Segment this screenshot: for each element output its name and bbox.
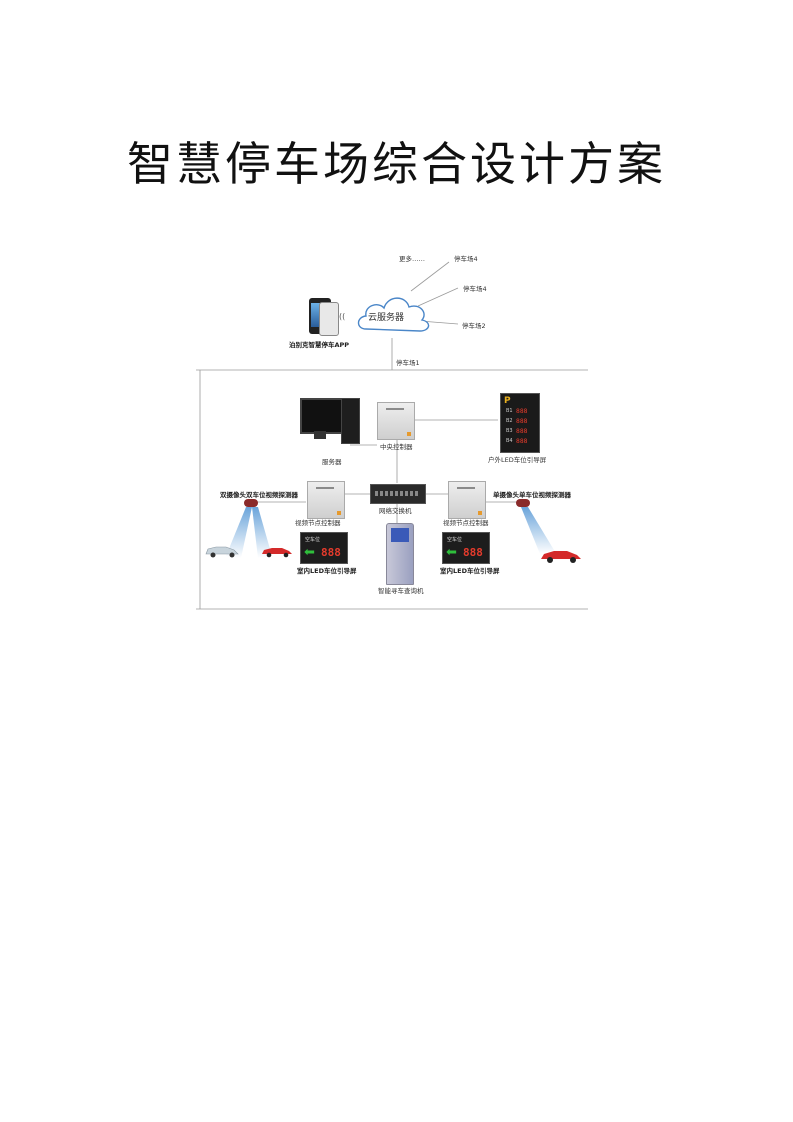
indoor-led-screen-left-icon: 空车位 ⬅ 888 [300, 532, 348, 564]
camera-detector-left-icon [244, 499, 258, 507]
parking-lot1-label: 停车场1 [396, 359, 420, 367]
detection-beams [226, 507, 554, 558]
car-red-right-icon [541, 551, 581, 563]
cloud-server-label: 云服务器 [368, 313, 405, 323]
arrow-left-icon: ⬅ [304, 545, 315, 560]
car-red-icon [262, 548, 292, 558]
more-label: 更多…… [399, 255, 425, 263]
outdoor-led-screen-icon: P B1 888 B2 888 B3 888 B4 888 [500, 393, 540, 453]
page-title: 智慧停车场综合设计方案 [127, 137, 666, 191]
app-label: 泊别克智慧停车APP [289, 341, 350, 349]
node-controller-left-icon [307, 481, 345, 519]
central-controller-icon [377, 402, 415, 440]
monitor-stand [314, 431, 326, 439]
indoor-led-screen-right-label: 室内LED车位引导屏 [440, 567, 500, 575]
indoor-led-screen-right-icon: 空车位 ⬅ 888 [442, 532, 490, 564]
network-switch-label: 网络交换机 [379, 507, 412, 515]
kiosk-icon [386, 523, 414, 585]
central-controller-label: 中央控制器 [380, 443, 413, 451]
parking-lot4-label-b: 停车场4 [463, 285, 487, 293]
kiosk-label: 智能寻车查询机 [378, 587, 424, 595]
node-controller-right-icon [448, 481, 486, 519]
pc-tower-icon [341, 398, 360, 444]
connection-lines [196, 261, 588, 610]
parking-system-diagram: 云服务器 更多…… 停车场4 停车场4 停车场2 (( 泊别克智慧停车APP 停… [196, 240, 591, 612]
car-silver-icon [205, 546, 239, 558]
arrow-left-icon-2: ⬅ [446, 545, 457, 560]
node-controller-left-label: 视频节点控制器 [295, 519, 341, 527]
smartphone-icon-2 [319, 302, 339, 336]
indoor-led-screen-left-label: 室内LED车位引导屏 [297, 567, 357, 575]
parking-lot4-label-a: 停车场4 [454, 255, 478, 263]
outdoor-led-screen-label: 户外LED车位引导屏 [488, 456, 547, 464]
server-label: 服务器 [322, 458, 342, 466]
network-switch-icon [370, 484, 426, 504]
node-controller-right-label: 视频节点控制器 [443, 519, 489, 527]
detector-right-label: 单摄像头单车位视频探测器 [493, 491, 571, 499]
camera-detector-right-icon [516, 499, 530, 507]
parking-lot2-label: 停车场2 [462, 322, 486, 330]
cloud-icon [357, 297, 430, 332]
detector-left-label: 双摄像头双车位视频探测器 [220, 491, 298, 499]
wireless-icon: (( [339, 312, 346, 321]
